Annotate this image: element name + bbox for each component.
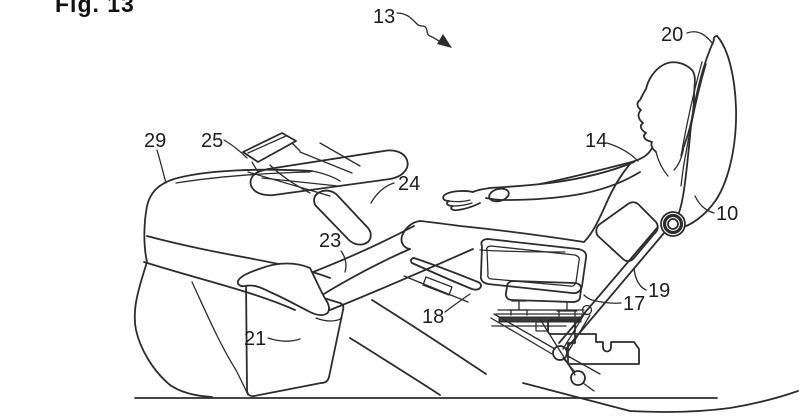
ref-label-13: 13 xyxy=(373,6,395,28)
ref-label-29: 29 xyxy=(144,130,166,152)
leader-14 xyxy=(607,143,638,161)
backrest-shell xyxy=(673,36,736,228)
leader-21 xyxy=(268,338,300,341)
recline-pivot xyxy=(661,212,685,236)
leader-24 xyxy=(371,183,394,203)
floor-bracket xyxy=(568,334,639,364)
ref-29: 29 xyxy=(144,130,166,183)
leader-10 xyxy=(695,196,714,213)
headrest xyxy=(681,62,706,186)
ref-label-17: 17 xyxy=(623,293,645,315)
ref-label-20: 20 xyxy=(661,24,683,46)
ref-label-23: 23 xyxy=(319,230,341,252)
ref-label-18: 18 xyxy=(422,306,444,328)
arrowhead-13 xyxy=(437,34,452,48)
leader-18 xyxy=(445,294,470,312)
ref-label-10: 10 xyxy=(716,203,738,225)
armrest xyxy=(481,239,586,293)
ref-label-25: 25 xyxy=(201,130,223,152)
leader-23 xyxy=(341,251,346,272)
floor-line xyxy=(135,383,798,412)
seat-pan xyxy=(404,258,481,302)
ref-label-14: 14 xyxy=(585,130,607,152)
head xyxy=(637,62,694,176)
ref-25: 25 xyxy=(201,130,247,158)
ref-label-19: 19 xyxy=(648,280,670,302)
legs xyxy=(308,221,584,310)
leader-29 xyxy=(157,150,166,183)
ref-13: 13 xyxy=(373,6,452,48)
ref-label-21: 21 xyxy=(244,328,266,350)
ref-label-24: 24 xyxy=(398,173,420,195)
seat-rails xyxy=(492,310,586,326)
ref-14: 14 xyxy=(585,130,638,161)
reference-labels: 13 20 29 25 24 14 xyxy=(144,6,738,350)
leader-25 xyxy=(224,140,247,158)
ref-23: 23 xyxy=(319,230,346,272)
ref-18: 18 xyxy=(422,294,470,328)
leader-arrow-13 xyxy=(397,13,443,44)
leader-17 xyxy=(584,295,621,303)
leader-20 xyxy=(687,32,713,44)
ref-20: 20 xyxy=(661,24,713,46)
leader-19 xyxy=(634,268,646,290)
ref-21: 21 xyxy=(244,328,300,350)
